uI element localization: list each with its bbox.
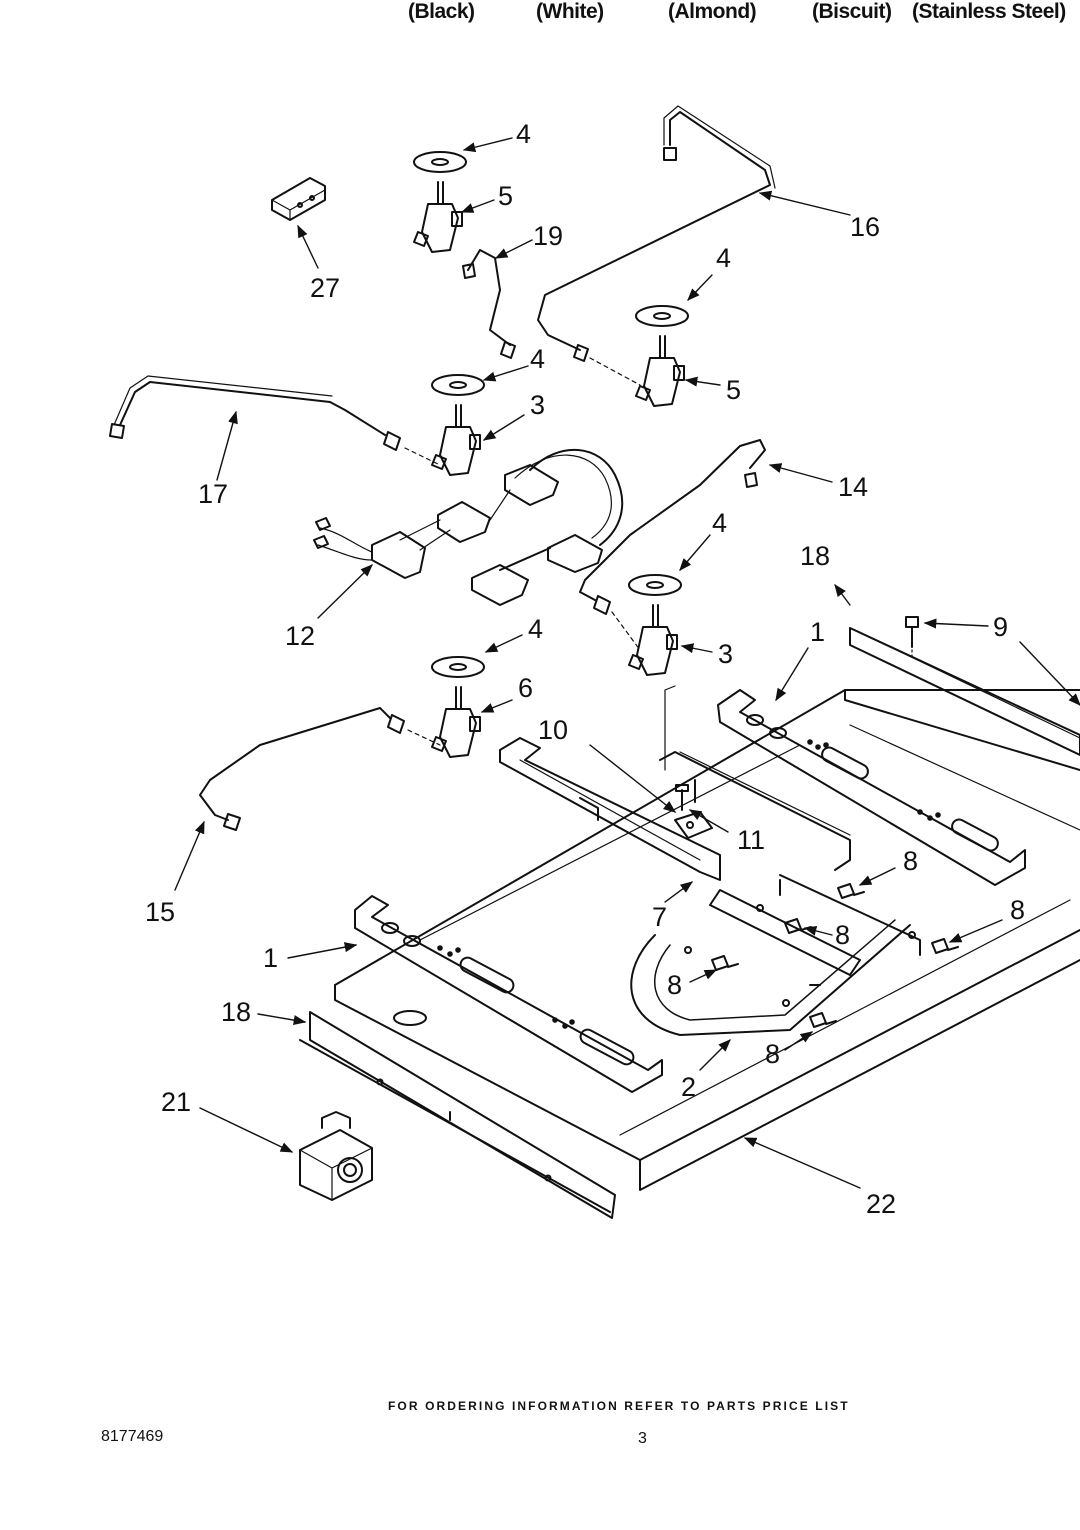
callout-16: 16 <box>850 212 880 242</box>
header-color-white: (White) <box>536 0 604 23</box>
callout-8: 8 <box>835 920 850 950</box>
callout-18: 18 <box>800 541 830 571</box>
header-color-biscuit: (Biscuit) <box>812 0 892 23</box>
gas-tube-16 <box>537 105 776 386</box>
burner-tube-assembly <box>630 874 921 1036</box>
valve-3-left <box>431 374 485 476</box>
header-color-almond: (Almond) <box>668 0 757 23</box>
callout-7: 7 <box>652 902 667 932</box>
callout-10: 10 <box>538 715 568 745</box>
gas-tube-19 <box>462 249 516 359</box>
callout-8: 8 <box>903 846 918 876</box>
screws <box>711 616 959 1028</box>
base-pan <box>334 689 1080 1191</box>
bracket-11 <box>674 779 713 839</box>
callout-3: 3 <box>718 639 733 669</box>
callout-4: 4 <box>530 344 545 374</box>
callout-8: 8 <box>765 1039 780 1069</box>
callout-2: 2 <box>681 1072 696 1102</box>
gas-tube-15 <box>199 707 441 831</box>
callout-11: 11 <box>737 825 765 855</box>
callout-14: 14 <box>838 472 868 502</box>
front-side-panel <box>299 1011 616 1219</box>
gas-tube-17 <box>109 375 441 466</box>
switch-27 <box>271 177 326 221</box>
igniter-switch-harness <box>313 448 624 606</box>
page-number: 3 <box>638 1430 647 1447</box>
callout-12: 12 <box>285 621 315 651</box>
rear-side-panel <box>849 627 1080 756</box>
valve-5-top <box>413 151 467 253</box>
callout-22: 22 <box>866 1189 896 1219</box>
callout-8: 8 <box>667 970 682 1000</box>
callout-18: 18 <box>221 997 251 1027</box>
callout-numbers: 4 5 19 16 27 4 4 5 3 17 14 4 18 12 4 1 9… <box>145 119 1025 1219</box>
callout-6: 6 <box>518 673 533 703</box>
callout-27: 27 <box>310 273 340 303</box>
valve-5-right <box>635 305 689 407</box>
callout-17: 17 <box>198 479 228 509</box>
callout-3: 3 <box>530 390 545 420</box>
burner-channel-rear <box>717 689 1026 886</box>
callout-15: 15 <box>145 897 175 927</box>
callout-1: 1 <box>263 943 278 973</box>
callout-4: 4 <box>516 119 531 149</box>
callout-4: 4 <box>716 243 731 273</box>
callout-5: 5 <box>498 181 513 211</box>
callout-21: 21 <box>161 1087 191 1117</box>
valve-6 <box>431 656 485 758</box>
part-number: 8177469 <box>101 1428 164 1445</box>
ordering-info-note: FOR ORDERING INFORMATION REFER TO PARTS … <box>388 1399 850 1413</box>
leader-arrows <box>174 137 1080 1189</box>
callout-19: 19 <box>533 221 563 251</box>
callout-5: 5 <box>726 375 741 405</box>
callout-9: 9 <box>993 612 1008 642</box>
header-color-black: (Black) <box>408 0 475 23</box>
valve-3-right <box>628 574 682 676</box>
callout-4: 4 <box>712 508 727 538</box>
pressure-regulator <box>299 1111 373 1201</box>
header-color-stainless-steel: (Stainless Steel) <box>912 0 1066 23</box>
callout-1: 1 <box>810 617 825 647</box>
burner-channel-front <box>354 895 663 1093</box>
gas-tube-14 <box>579 439 766 651</box>
callout-8: 8 <box>1010 895 1025 925</box>
callout-4: 4 <box>528 614 543 644</box>
center-support-bracket <box>499 685 851 881</box>
